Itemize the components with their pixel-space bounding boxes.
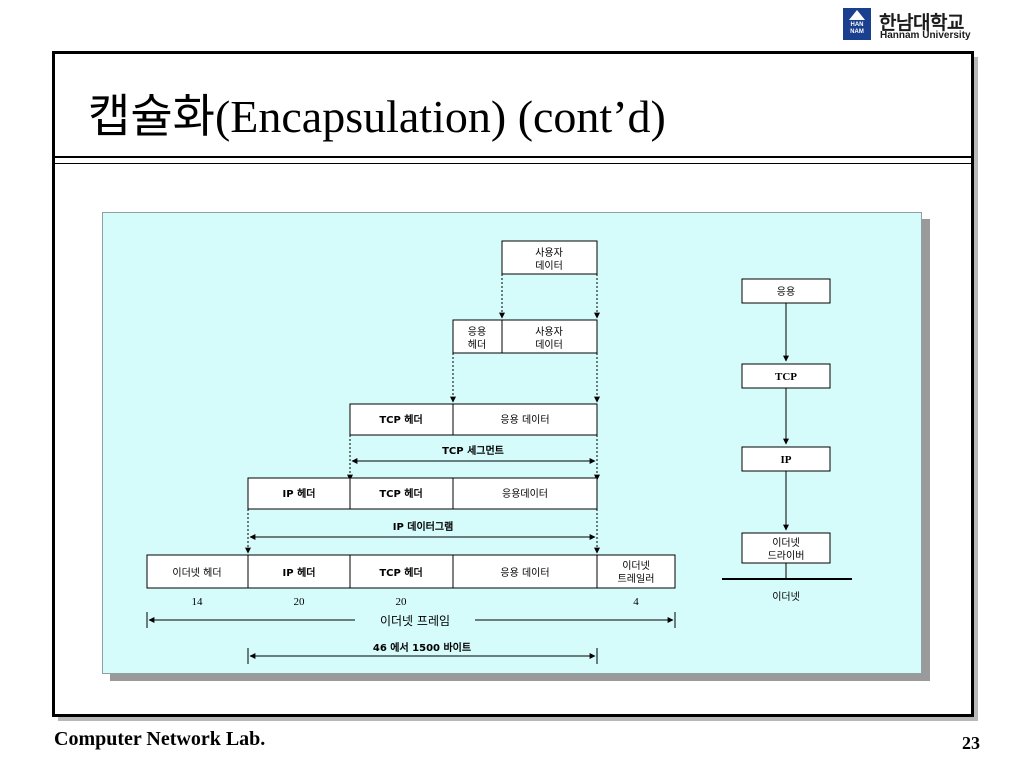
eth-trailer-box	[596, 554, 676, 589]
university-logo: HAN NAM 한남대학교 Hannam University	[843, 6, 983, 42]
app-data-label: 응용 데이터	[500, 414, 549, 426]
logo-english-name: Hannam University	[880, 30, 971, 41]
title-divider-thin	[55, 163, 971, 164]
stack-ip-box	[741, 446, 831, 472]
user-data-box-2	[501, 319, 598, 354]
user-data-label-1: 사용자	[535, 247, 563, 259]
slide-title: 캡슐화(Encapsulation) (cont’d)	[88, 91, 666, 142]
ip-header-box	[247, 477, 351, 510]
eth-trailer-label-2: 트레일러	[618, 573, 655, 585]
title-divider	[55, 156, 971, 158]
app-data-box-2	[452, 477, 598, 510]
user-data-label-3: 사용자	[535, 326, 563, 338]
stack-ip-label: IP	[781, 454, 792, 466]
tcp-header-label: TCP 헤더	[379, 413, 422, 426]
tcp-header-box-2	[349, 477, 454, 510]
size-tcp-header: 20	[396, 596, 408, 608]
tcp-header-box	[349, 403, 454, 436]
page-number: 23	[962, 733, 980, 753]
tcp-header-label-3: TCP 헤더	[379, 566, 422, 579]
university-seal: HAN NAM	[843, 8, 871, 40]
ip-datagram-label: IP 데이터그램	[393, 520, 454, 533]
stack-ethernet-label: 이더넷	[772, 591, 800, 603]
user-data-box	[501, 240, 598, 275]
app-data-box-3	[452, 554, 598, 589]
ip-header-label-2: IP 헤더	[283, 566, 316, 579]
stack-tcp-label: TCP	[775, 371, 797, 383]
ip-header-box-2	[247, 554, 351, 589]
size-eth-trailer: 4	[633, 596, 639, 608]
tcp-header-box-3	[349, 554, 454, 589]
app-data-label-3: 응용 데이터	[500, 567, 549, 579]
footer-lab-name: Computer Network Lab.	[54, 728, 266, 750]
user-data-label-2: 데이터	[535, 260, 563, 272]
range-label: 46 에서 1500 바이트	[373, 641, 471, 654]
eth-header-label: 이더넷 헤더	[172, 567, 221, 579]
size-eth-header: 14	[192, 596, 204, 608]
eth-trailer-label-1: 이더넷	[622, 560, 650, 572]
stack-app-box	[741, 278, 831, 304]
app-header-label-2: 헤더	[468, 339, 486, 351]
app-data-label-2: 응용데이터	[502, 488, 548, 500]
size-ip-header: 20	[294, 596, 306, 608]
stack-driver-label-2: 드라이버	[768, 550, 805, 562]
tcp-segment-label: TCP 세그먼트	[442, 444, 504, 457]
eth-frame-label: 이더넷 프레임	[380, 614, 450, 628]
stack-app-label: 응용	[777, 286, 795, 298]
stack-driver-label-1: 이더넷	[772, 537, 800, 549]
tcp-header-label-2: TCP 헤더	[379, 487, 422, 500]
app-data-box	[452, 403, 598, 436]
eth-header-box	[146, 554, 249, 589]
logo-korean-name: 한남대학교	[879, 12, 964, 34]
user-data-label-4: 데이터	[535, 339, 563, 351]
ip-header-label: IP 헤더	[283, 487, 316, 500]
app-header-label-1: 응용	[468, 326, 486, 338]
